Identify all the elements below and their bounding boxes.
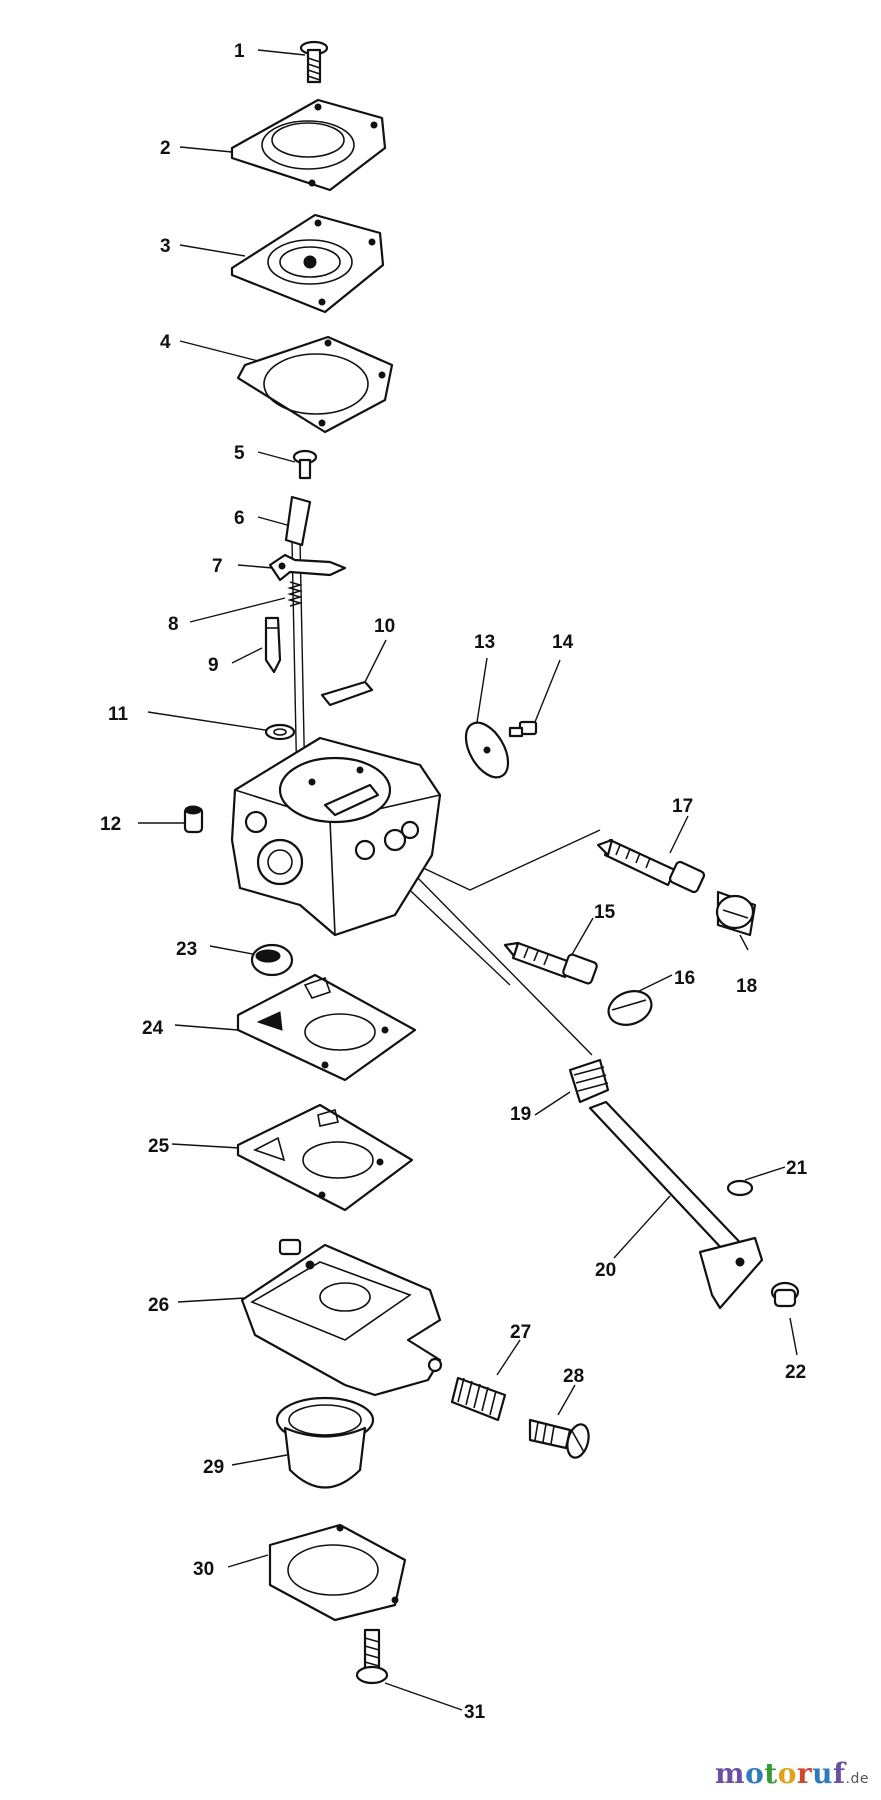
part-15-adjusting-needle xyxy=(503,941,598,985)
callout-29: 29 xyxy=(203,1457,224,1478)
callout-25: 25 xyxy=(148,1136,170,1157)
carburetor-body xyxy=(230,736,442,937)
callout-6: 6 xyxy=(234,508,245,529)
callout-15: 15 xyxy=(594,902,616,923)
part-31-screw xyxy=(355,1628,389,1685)
callout-20: 20 xyxy=(595,1260,616,1281)
callout-26: 26 xyxy=(148,1295,169,1316)
part-27-spring xyxy=(450,1376,507,1422)
part-28-idle-screw xyxy=(528,1418,590,1459)
part-5-screw xyxy=(292,449,318,480)
part-23-cap xyxy=(250,943,294,977)
part-11-clip xyxy=(264,723,296,741)
part-16-limiter-cap xyxy=(607,990,653,1026)
watermark-text: motoruf xyxy=(714,1757,846,1790)
part-14-screw xyxy=(508,720,538,738)
part-26-pump-cover xyxy=(240,1238,443,1397)
part-2-diaphragm-cover xyxy=(230,98,387,192)
callout-27: 27 xyxy=(510,1322,531,1343)
watermark-logo: motoruf.de xyxy=(715,1757,869,1790)
callout-labels: 1 2 3 4 5 6 7 8 9 10 11 12 13 14 15 16 1… xyxy=(100,41,808,1723)
part-7-metering-lever xyxy=(268,553,347,582)
part-8-spring xyxy=(287,581,303,607)
part-21-clip xyxy=(726,1179,754,1197)
callout-24: 24 xyxy=(142,1018,164,1039)
callout-14: 14 xyxy=(552,632,574,653)
callout-1: 1 xyxy=(234,41,245,62)
callout-3: 3 xyxy=(160,236,171,257)
part-13-disc-valve xyxy=(464,721,510,779)
leader-lines xyxy=(138,49,798,1711)
callout-31: 31 xyxy=(464,1702,486,1723)
callout-11: 11 xyxy=(108,704,129,725)
callout-19: 19 xyxy=(510,1104,531,1125)
part-19-spring xyxy=(568,1058,610,1104)
callout-8: 8 xyxy=(168,614,179,635)
part-6-pin xyxy=(284,495,312,547)
part-20-throttle-shaft xyxy=(588,1100,764,1310)
part-3-metering-diaphragm xyxy=(230,213,385,314)
watermark-suffix: .de xyxy=(845,1771,869,1787)
callout-9: 9 xyxy=(208,655,219,676)
part-25-pump-gasket xyxy=(236,1103,414,1212)
part-29-primer-bulb xyxy=(275,1396,375,1489)
callout-4: 4 xyxy=(160,332,171,353)
part-24-pump-plate xyxy=(236,973,417,1082)
callout-10: 10 xyxy=(374,616,395,637)
part-18-limiter-cap xyxy=(715,890,757,937)
callout-17: 17 xyxy=(672,796,693,817)
part-12-welch-plug xyxy=(183,805,204,834)
callout-18: 18 xyxy=(736,976,757,997)
callout-16: 16 xyxy=(674,968,695,989)
part-17-adjusting-needle xyxy=(596,838,706,894)
callout-28: 28 xyxy=(563,1366,584,1387)
callout-22: 22 xyxy=(785,1362,806,1383)
part-9-inlet-needle xyxy=(264,616,282,674)
callout-21: 21 xyxy=(786,1158,808,1179)
callout-23: 23 xyxy=(176,939,197,960)
part-30-bottom-gasket xyxy=(268,1523,407,1622)
callout-13: 13 xyxy=(474,632,495,653)
callout-2: 2 xyxy=(160,138,171,159)
part-4-gasket xyxy=(236,335,394,434)
callout-30: 30 xyxy=(193,1559,214,1580)
part-22-screw xyxy=(770,1281,800,1308)
part-10-small-gasket xyxy=(320,680,374,707)
callout-7: 7 xyxy=(212,556,223,577)
callout-12: 12 xyxy=(100,814,121,835)
part-1-screw xyxy=(299,40,329,84)
callout-5: 5 xyxy=(234,443,245,464)
